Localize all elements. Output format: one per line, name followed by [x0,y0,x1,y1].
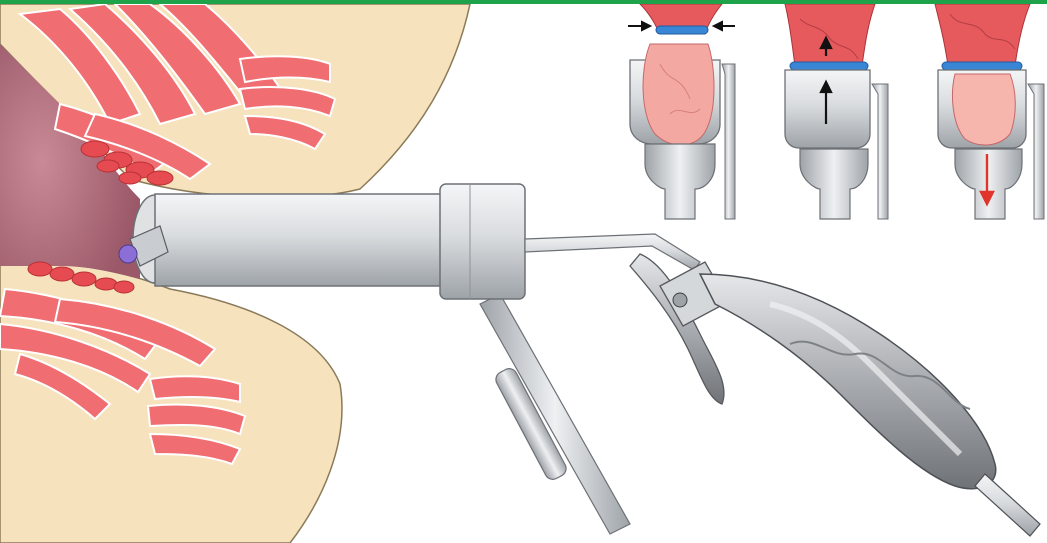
instrument-handle [700,274,1040,536]
ligation-step-3 [925,4,1047,219]
instrument-shaft [525,234,700,270]
grasper-rod [480,294,630,534]
ligator-barrel [119,184,525,299]
ligation-step-1 [615,4,745,219]
ligation-step-2 [770,4,900,219]
hemorrhoid-ligation-illustration [0,4,1047,543]
